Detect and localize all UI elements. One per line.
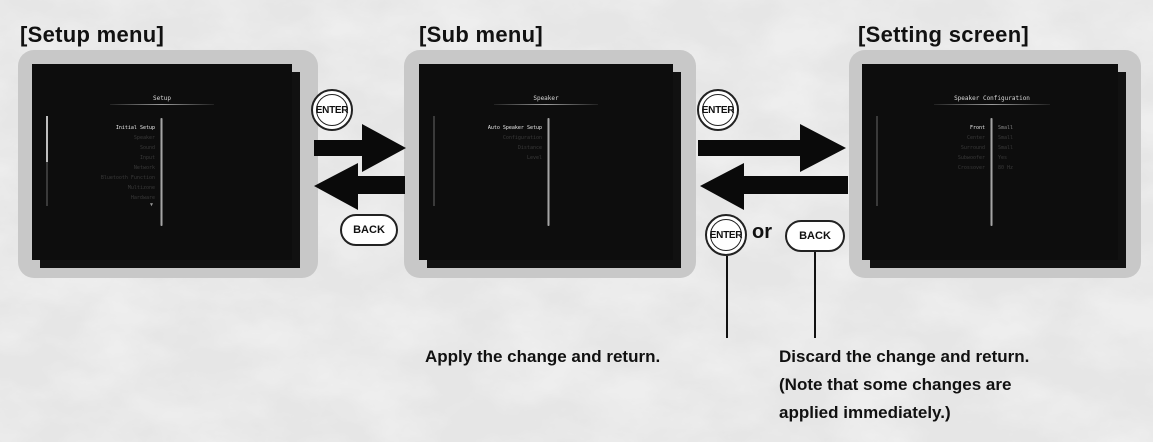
or-label: or bbox=[752, 221, 772, 243]
apply-connector-line bbox=[726, 256, 728, 338]
setup-item[interactable]: Network bbox=[133, 165, 155, 171]
note-caption-line-2: applied immediately.) bbox=[779, 403, 951, 422]
sub-item[interactable]: Distance bbox=[517, 145, 542, 151]
sub-focus-bar bbox=[547, 118, 550, 226]
setting-item[interactable]: Center bbox=[966, 135, 985, 141]
setting-scrollbar bbox=[876, 116, 878, 206]
arrow-right-icon bbox=[698, 124, 846, 172]
setting-item[interactable]: Front bbox=[969, 125, 985, 131]
setup-more-indicator-icon: ▼ bbox=[150, 202, 154, 208]
setup-item[interactable]: Hardware bbox=[130, 195, 155, 201]
setting-screen-title: Speaker Configuration bbox=[954, 95, 1030, 102]
enter-button[interactable]: ENTER bbox=[311, 89, 353, 131]
setting-focus-bar bbox=[990, 118, 993, 226]
enter-button[interactable]: ENTER bbox=[705, 214, 747, 256]
sub-screen-title: Speaker bbox=[533, 95, 559, 102]
setup-focus-bar bbox=[160, 118, 163, 226]
discard-caption: Discard the change and return. bbox=[779, 347, 1030, 366]
setup-item[interactable]: Input bbox=[139, 155, 155, 161]
note-caption-line-1: (Note that some changes are bbox=[779, 375, 1012, 394]
setting-item[interactable]: Subwoofer bbox=[957, 155, 985, 161]
setting-screen: Speaker Configuration Front Center Surro… bbox=[862, 64, 1118, 260]
setup-screen-title: Setup bbox=[152, 95, 172, 102]
back-button[interactable]: BACK bbox=[340, 214, 398, 246]
sub-menu-screen: Speaker Auto Speaker Setup Configuration… bbox=[419, 64, 673, 260]
enter-button[interactable]: ENTER bbox=[697, 89, 739, 131]
setting-value[interactable]: Small bbox=[998, 145, 1014, 151]
arrow-left-icon bbox=[700, 163, 848, 210]
setup-menu-screen: Setup Initial Setup Speaker Sound Input … bbox=[32, 64, 292, 260]
arrow-left-icon bbox=[314, 163, 405, 210]
sub-item[interactable]: Auto Speaker Setup bbox=[487, 125, 542, 131]
sub-item[interactable]: Configuration bbox=[502, 135, 542, 141]
apply-caption: Apply the change and return. bbox=[425, 347, 661, 366]
setup-item[interactable]: Multizone bbox=[127, 185, 155, 191]
sub-item[interactable]: Level bbox=[526, 155, 542, 161]
setting-value[interactable]: Yes bbox=[998, 155, 1008, 161]
setting-value[interactable]: Small bbox=[998, 135, 1014, 141]
arrow-right-icon bbox=[314, 124, 406, 172]
setting-item[interactable]: Surround bbox=[960, 145, 985, 151]
setup-item[interactable]: Bluetooth Function bbox=[100, 175, 155, 181]
setup-item[interactable]: Initial Setup bbox=[115, 125, 155, 131]
setup-item[interactable]: Sound bbox=[139, 145, 155, 151]
setting-item[interactable]: Crossover bbox=[957, 165, 985, 171]
sub-scrollbar bbox=[433, 116, 435, 206]
setup-menu-heading: [Setup menu] bbox=[20, 22, 165, 47]
sub-menu-heading: [Sub menu] bbox=[419, 22, 543, 47]
sub-title-rule bbox=[494, 104, 598, 105]
setup-item[interactable]: Speaker bbox=[133, 135, 155, 141]
setting-value[interactable]: 80 Hz bbox=[998, 165, 1014, 171]
back-button[interactable]: BACK bbox=[785, 220, 845, 252]
setting-title-rule bbox=[934, 104, 1050, 105]
setup-scrollbar-thumb bbox=[46, 116, 48, 162]
setup-title-rule bbox=[110, 104, 214, 105]
setting-value[interactable]: Small bbox=[998, 125, 1014, 131]
discard-connector-line bbox=[814, 252, 816, 338]
setting-screen-heading: [Setting screen] bbox=[858, 22, 1030, 47]
